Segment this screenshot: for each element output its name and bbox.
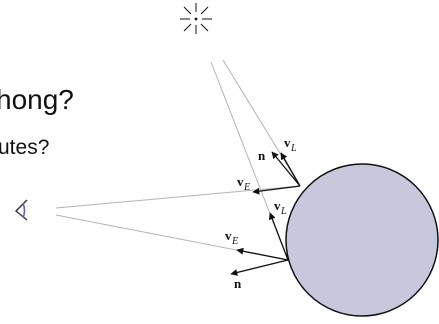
label-vE-upper-main: v (237, 174, 244, 189)
light-source-icon (180, 3, 212, 34)
vector-vE-lower (236, 247, 289, 261)
label-vE-upper-sub: E (243, 182, 250, 193)
label-vL-upper-main: v (284, 135, 291, 150)
label-vE-lower: v E (225, 228, 238, 247)
label-n-upper: n (258, 148, 266, 163)
vector-vE-upper (252, 185, 301, 195)
vector-n-lower (230, 259, 289, 276)
sphere (285, 163, 439, 317)
vector-vL-lower (268, 212, 289, 261)
slide-heading-fragment: hong? (0, 84, 74, 115)
label-vL-lower-main: v (274, 198, 281, 213)
vector-vL-upper (280, 152, 301, 187)
vector-n-upper (271, 151, 301, 187)
eye-icon (14, 199, 28, 221)
slide-subpoint-fragment: utes? (0, 136, 50, 159)
label-vE-lower-sub: E (231, 236, 238, 247)
label-vL-lower-sub: L (280, 206, 287, 217)
label-vL-upper: v L (284, 135, 297, 154)
label-vE-upper: v E (237, 174, 250, 193)
label-vE-lower-main: v (225, 228, 232, 243)
label-n-lower: n (234, 276, 242, 291)
label-vL-upper-sub: L (290, 143, 297, 154)
label-vL-lower: v L (274, 198, 287, 217)
